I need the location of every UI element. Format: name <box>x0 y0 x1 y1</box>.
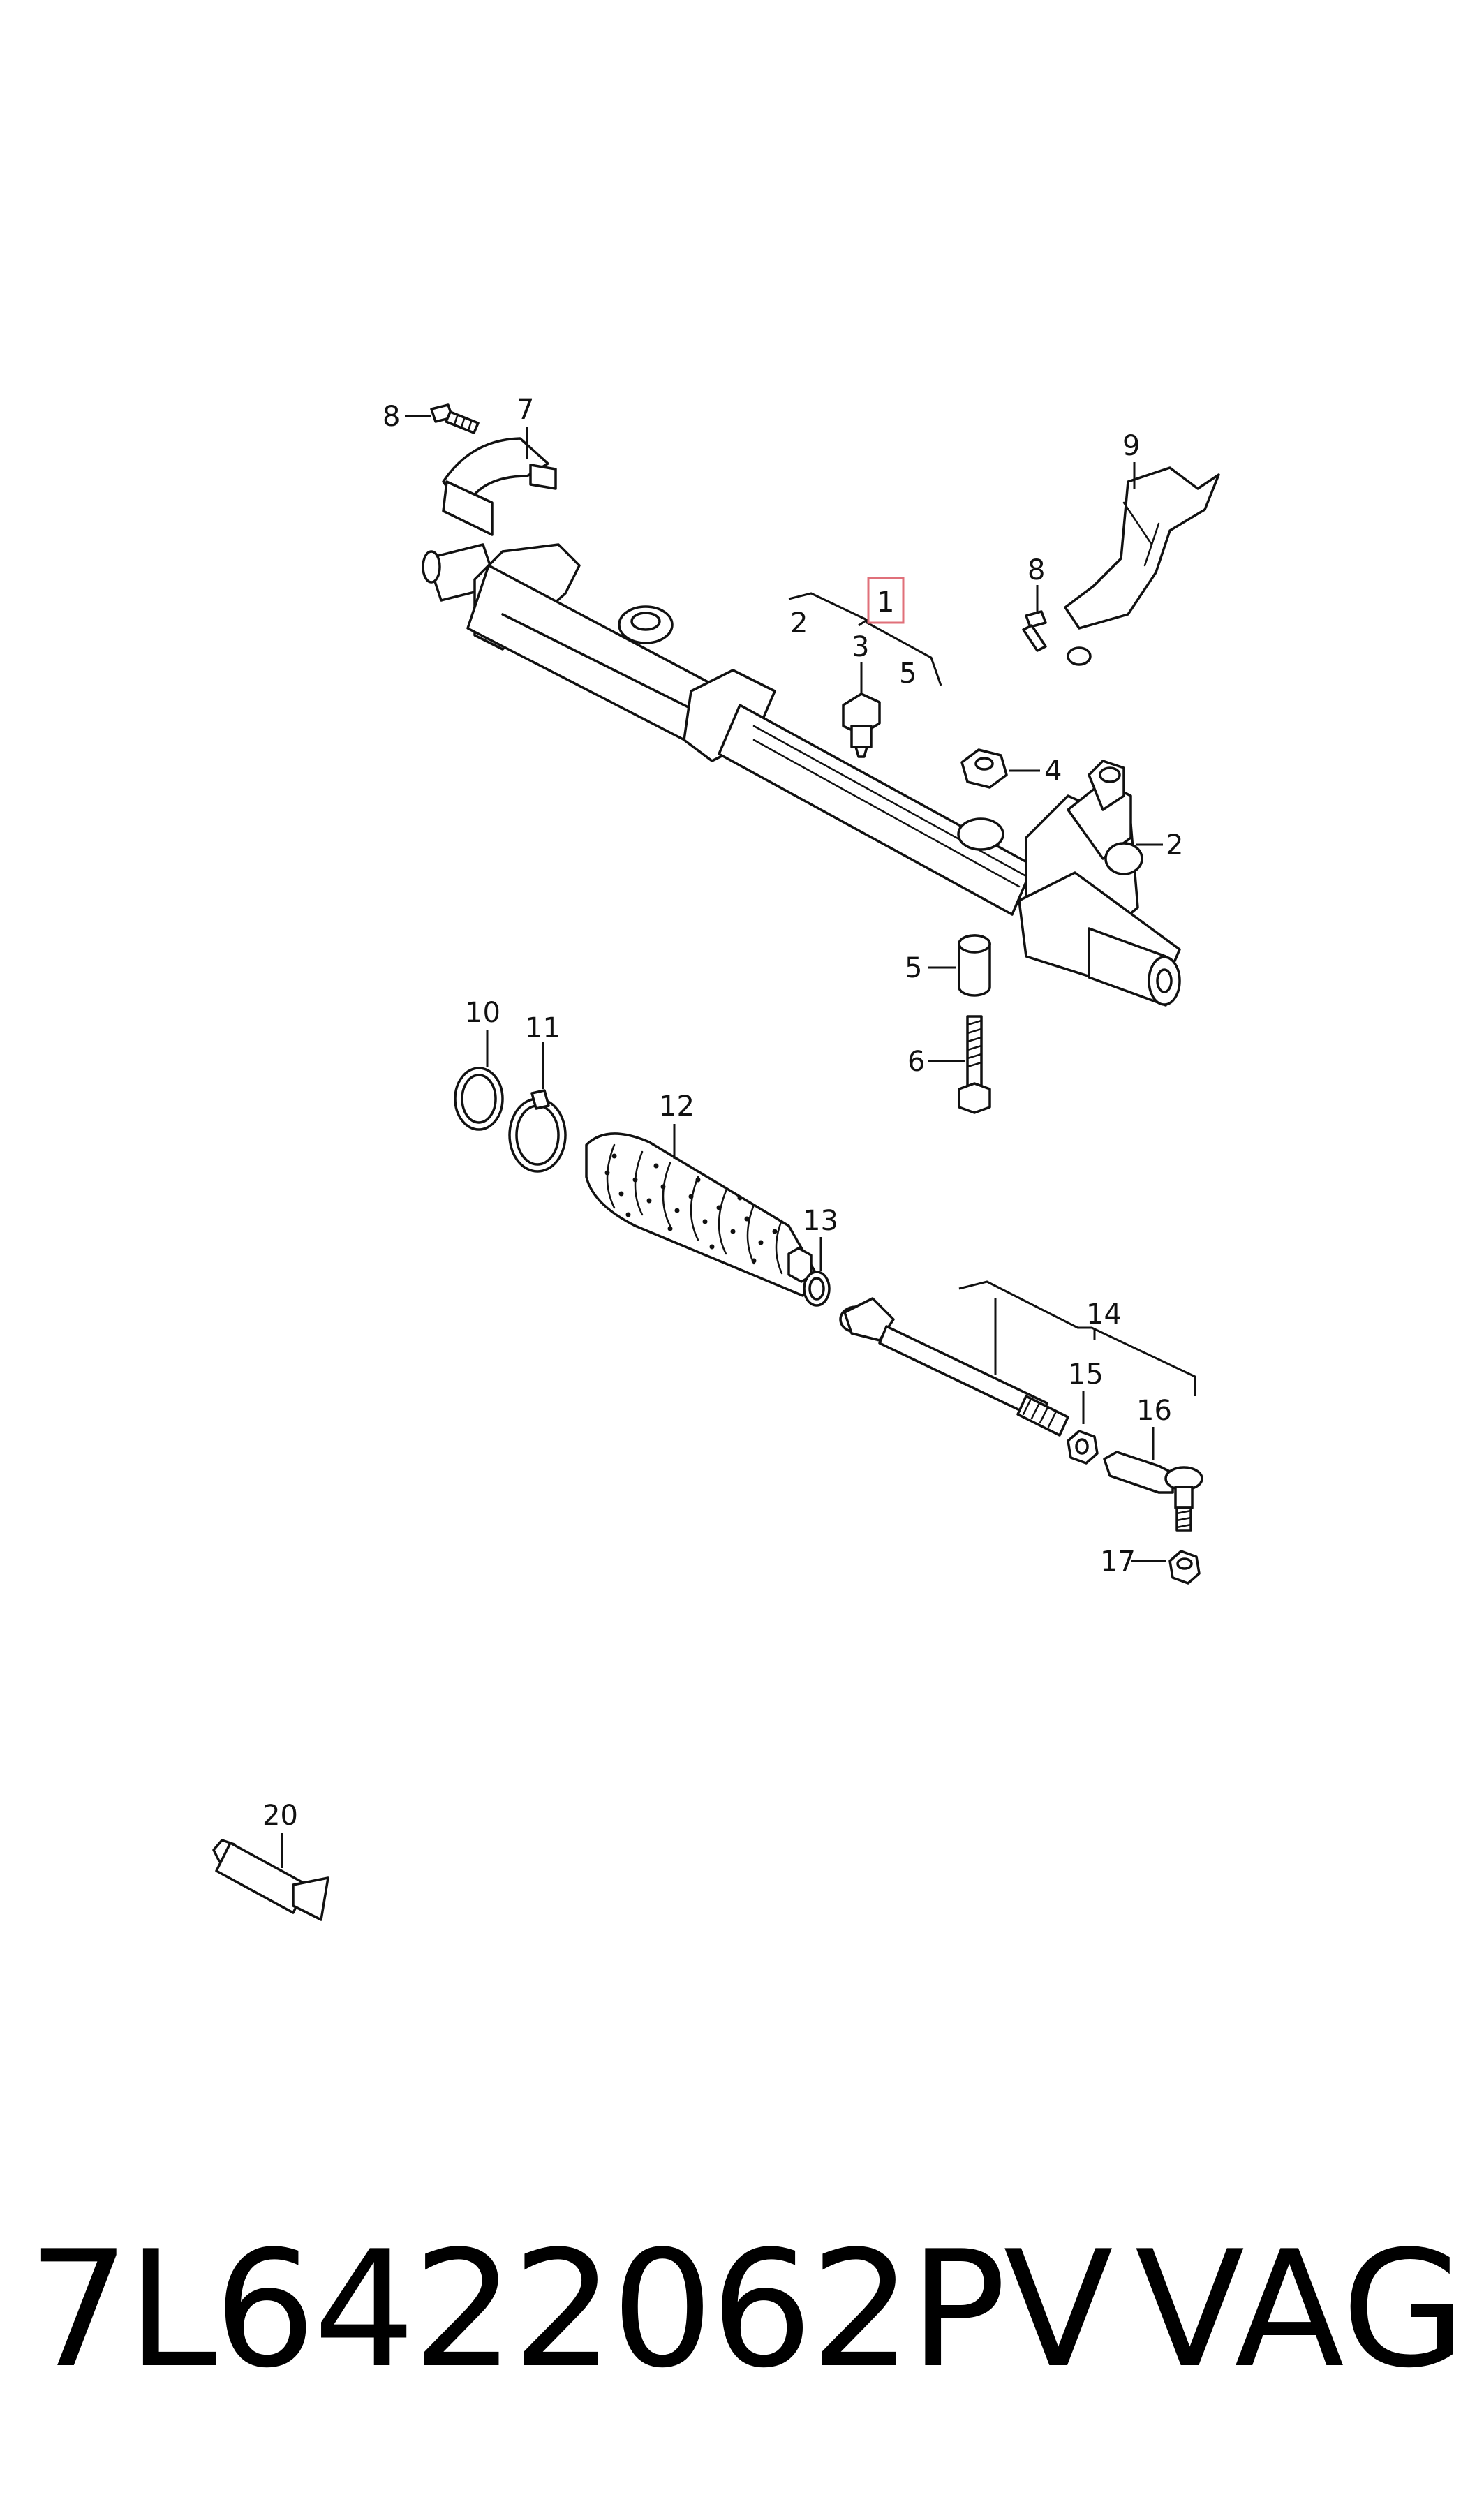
part-6-bolt <box>928 1015 991 1114</box>
callout-16: 16 <box>1136 1395 1172 1427</box>
callout-7: 7 <box>517 394 534 426</box>
callout-6: 6 <box>907 1046 925 1078</box>
callout-3: 3 <box>852 631 869 663</box>
part-12-boot <box>585 1124 818 1297</box>
callout-4: 4 <box>1044 755 1062 787</box>
part-4-nut <box>960 748 1040 789</box>
callout-12: 12 <box>659 1090 695 1123</box>
part-3-fitting <box>842 662 881 758</box>
callout-14: 14 <box>1086 1298 1122 1331</box>
part-16-tie-rod-end <box>1103 1427 1203 1532</box>
callout-8-left: 8 <box>383 401 400 433</box>
boot-texture-dots <box>604 1153 778 1264</box>
callout-20: 20 <box>262 1800 298 1832</box>
callout-17: 17 <box>1100 1546 1136 1578</box>
part-14-tie-rod <box>839 1280 1196 1437</box>
brand-name: VAG <box>1134 2217 1466 2404</box>
callout-9: 9 <box>1122 430 1140 462</box>
part-9-heat-shield <box>1064 462 1220 666</box>
callout-11: 11 <box>525 1012 561 1044</box>
part-15-nut <box>1067 1391 1099 1465</box>
callout-2-right: 2 <box>1166 829 1183 861</box>
callout-1: 1 <box>877 586 894 619</box>
part-10-o-ring <box>454 1030 504 1131</box>
assembly-bracket-1 <box>788 577 942 686</box>
callout-2-upper: 2 <box>790 607 808 639</box>
part-13-clip <box>803 1237 831 1307</box>
callout-10: 10 <box>465 997 500 1029</box>
part-5-bush <box>928 934 991 997</box>
part-17-nut <box>1131 1550 1201 1585</box>
callout-15: 15 <box>1068 1358 1104 1391</box>
callout-1-highlight-box <box>867 577 905 624</box>
footer: 7L6422062PV VAG <box>28 2217 1466 2404</box>
part-8-bolt-left <box>405 403 480 434</box>
part-7-clamp <box>442 427 557 536</box>
part-20-grease-tube <box>212 1833 329 1921</box>
part-number: 7L6422062PV <box>28 2217 1113 2404</box>
callout-13: 13 <box>803 1205 838 1237</box>
part-11-clip <box>508 1042 567 1173</box>
callout-8-right: 8 <box>1027 554 1045 586</box>
steering-rack-housing <box>422 543 1181 1007</box>
callout-5-lower: 5 <box>905 952 922 984</box>
callout-5-upper: 5 <box>899 658 917 690</box>
part-8-bolt-right <box>1022 585 1047 652</box>
